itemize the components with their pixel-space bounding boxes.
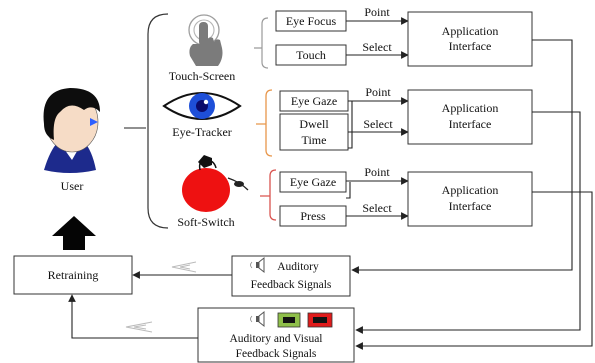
soft-switch-label: Soft-Switch (177, 215, 234, 229)
row1-application-interface (407, 11, 533, 67)
row1-bracket (254, 17, 269, 69)
device-bracket (147, 13, 169, 229)
retraining-box (13, 255, 133, 295)
av-signal-chevrons (125, 321, 153, 333)
av-speaker-icon (250, 310, 265, 328)
retraining-to-user-arrow (52, 216, 96, 250)
row1-app-line2: Interface (449, 39, 492, 53)
eye-tracker-icon (162, 92, 242, 120)
row2-app-line2: Interface (449, 117, 492, 131)
row2-application-interface (407, 89, 533, 145)
speaker-icon (250, 256, 265, 274)
row3-eye-gaze-box (279, 171, 347, 193)
row2-dwell-label: Dwell (299, 117, 329, 131)
auditory-feedback-line1: Auditory (277, 261, 319, 273)
row3-press-label: Press (300, 209, 326, 223)
row2-feedback-wire (355, 111, 581, 334)
av-feedback-line1: Auditory and Visual (229, 333, 322, 345)
row3-application-interface (407, 171, 533, 227)
row3-select-label: Select (362, 201, 392, 215)
row2-eye-gaze-link (348, 101, 353, 149)
row1-eye-focus-label: Eye Focus (286, 14, 337, 28)
red-light-icon (307, 312, 333, 328)
row1-point-label: Point (364, 5, 390, 19)
row2-point-label: Point (365, 85, 391, 99)
soft-switch-icon (182, 155, 249, 212)
touch-screen-label: Touch-Screen (169, 69, 235, 83)
row1-select-label: Select (362, 40, 392, 54)
green-light-icon (277, 312, 301, 328)
row2-bracket (256, 89, 273, 157)
auditory-signal-chevrons (171, 261, 197, 273)
auditory-feedback-line2: Feedback Signals (251, 279, 332, 291)
eye-tracker-label: Eye-Tracker (172, 125, 232, 139)
av-feedback-line2: Feedback Signals (236, 348, 317, 360)
row1-touch-label: Touch (296, 48, 326, 62)
row3-point-label: Point (364, 165, 390, 179)
row3-bracket (260, 169, 277, 221)
row3-eye-gaze-link (346, 182, 351, 199)
row1-app-line1: Application (442, 24, 499, 38)
row3-app-line1: Application (442, 183, 499, 197)
user-label: User (61, 179, 84, 193)
row2-eye-gaze-label: Eye Gaze (291, 94, 337, 108)
row3-app-line2: Interface (449, 199, 492, 213)
row3-eye-gaze-label: Eye Gaze (290, 175, 336, 189)
retraining-label: Retraining (48, 268, 99, 282)
touch-hand-icon (188, 14, 223, 66)
user-icon (43, 88, 100, 173)
row3-feedback-wire (355, 191, 593, 350)
row2-select-label: Select (363, 117, 393, 131)
av-to-retraining-arrow (68, 294, 198, 339)
row2-app-line1: Application (442, 101, 499, 115)
row1-feedback-wire (351, 39, 573, 274)
row2-time-label: Time (302, 133, 327, 147)
